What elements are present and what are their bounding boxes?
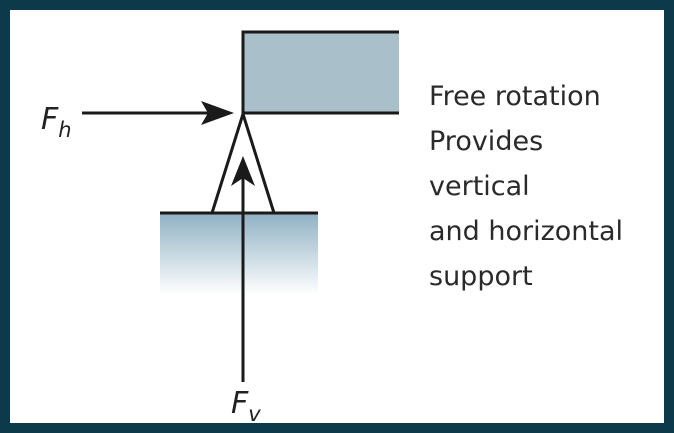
- support-description: Free rotation Provides vertical and hori…: [429, 74, 623, 299]
- horizontal-force-arrowhead: [201, 101, 234, 125]
- vertical-force-arrowhead: [231, 156, 255, 186]
- pin-support-triangle: [210, 108, 276, 214]
- description-line: and horizontal: [429, 216, 624, 247]
- beam-fill: [243, 32, 399, 112]
- diagram-panel: Fh Fv Free rotation Provides vertical an…: [10, 10, 664, 423]
- horizontal-force-label: Fh: [41, 102, 72, 142]
- description-line: support: [429, 261, 533, 292]
- vertical-force-label: Fv: [231, 386, 261, 423]
- pin-support-diagram: Fh Fv: [41, 30, 399, 423]
- description-line: vertical: [429, 171, 530, 202]
- ground-block: [160, 213, 318, 295]
- beam-outline: [241, 30, 399, 115]
- description-line: Provides: [429, 126, 544, 157]
- description-line: Free rotation: [429, 81, 601, 112]
